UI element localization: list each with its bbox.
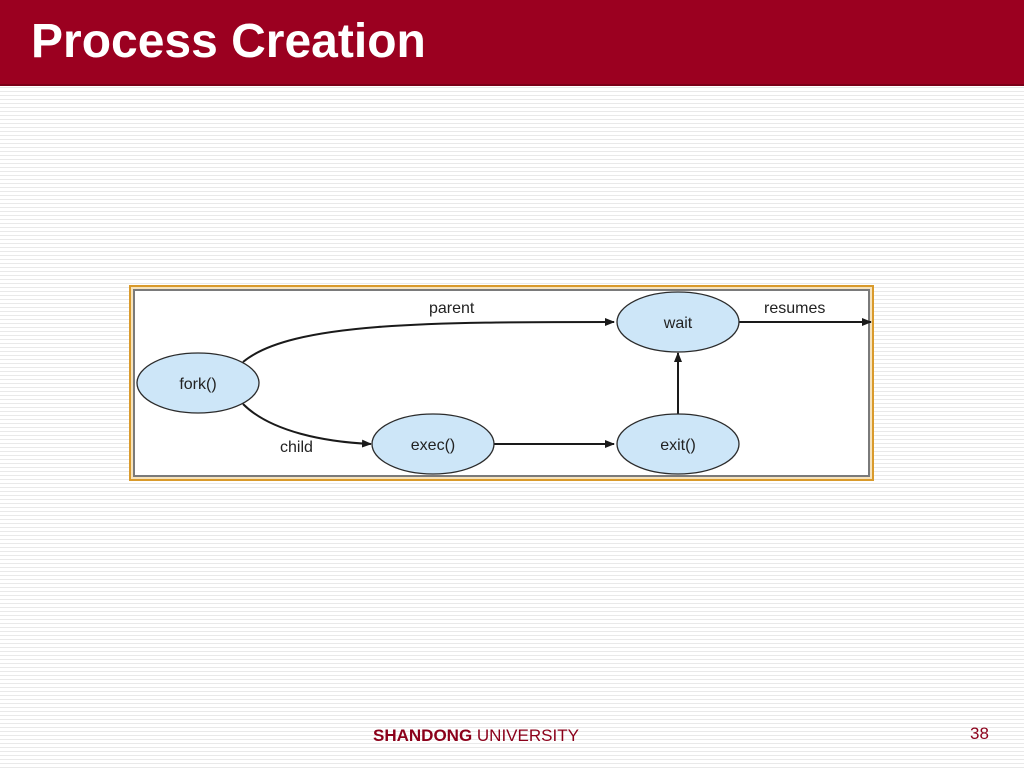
- process-diagram: fork() exec() wait exit() parent child r…: [129, 285, 874, 481]
- node-fork: fork(): [136, 352, 260, 414]
- diagram-canvas: fork() exec() wait exit() parent child r…: [136, 291, 872, 475]
- node-exit-label: exit(): [660, 437, 696, 454]
- node-wait: wait: [616, 291, 740, 353]
- node-exec: exec(): [371, 413, 495, 475]
- page-number: 38: [970, 724, 989, 743]
- node-fork-label: fork(): [179, 376, 216, 393]
- slide-title: Process Creation: [31, 15, 426, 68]
- edge-fork-to-wait: [242, 318, 615, 363]
- title-bar: Process Creation: [0, 0, 1024, 86]
- university-name-bold: SHANDONG: [373, 726, 473, 745]
- edge-label-resumes: resumes: [764, 300, 825, 317]
- university-name-rest: UNIVERSITY: [472, 726, 579, 745]
- footer: SHANDONG UNIVERSITY 38: [0, 724, 1024, 750]
- node-exec-label: exec(): [411, 437, 455, 454]
- university-name: SHANDONG UNIVERSITY: [373, 726, 579, 746]
- edge-label-parent: parent: [429, 300, 475, 317]
- node-wait-label: wait: [663, 315, 693, 332]
- edge-label-child: child: [280, 439, 313, 456]
- edge-fork-to-exec: [242, 403, 372, 448]
- node-exit: exit(): [616, 413, 740, 475]
